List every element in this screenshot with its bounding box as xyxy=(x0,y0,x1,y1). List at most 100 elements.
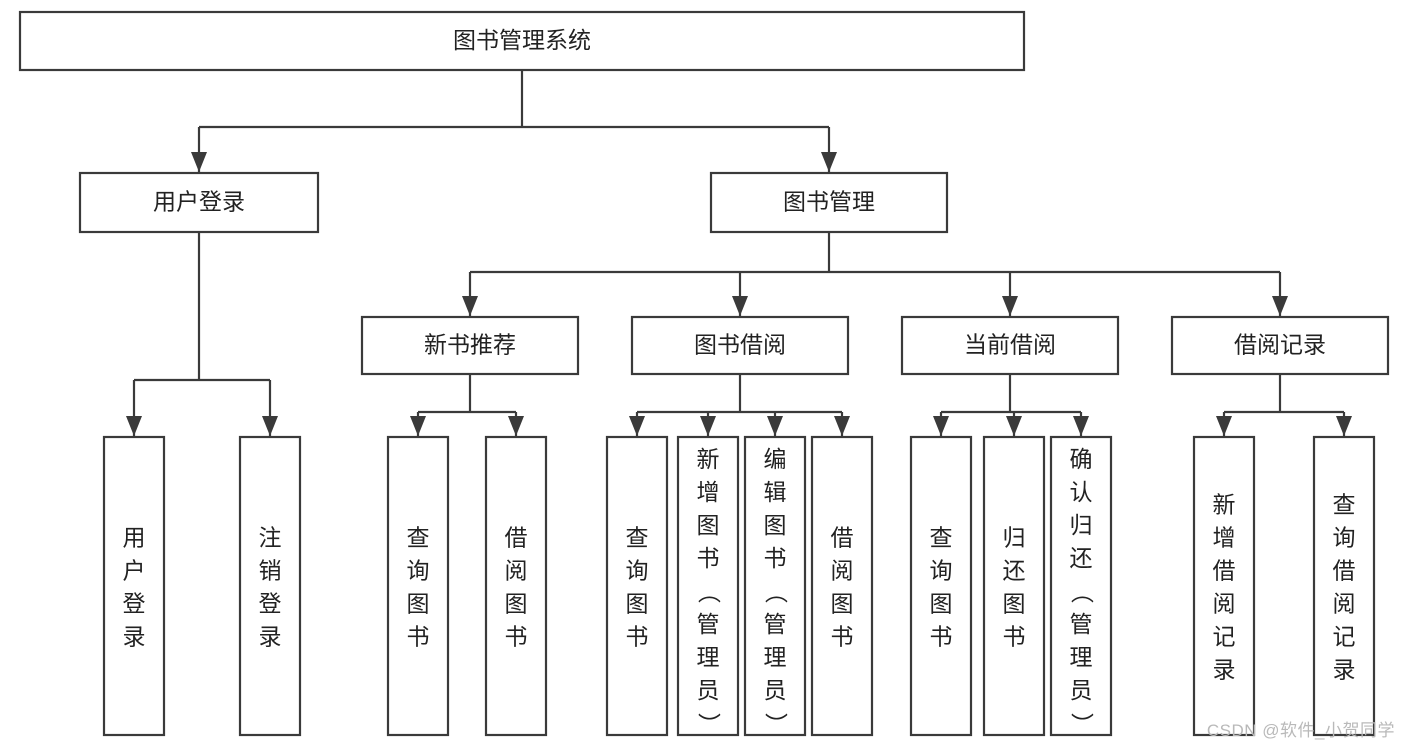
node-label-char: 录 xyxy=(123,624,146,650)
arrow-head-icon xyxy=(629,416,645,436)
node-label-char: 管 xyxy=(1070,611,1093,637)
node-label-char: 阅 xyxy=(505,558,528,584)
node-label-char: 注 xyxy=(259,525,282,551)
node-label-char: 录 xyxy=(259,624,282,650)
node-label-char: （ xyxy=(763,581,789,604)
node-label-char: 图 xyxy=(697,512,720,538)
node-leaf-user-login[interactable]: 用户登录 xyxy=(102,435,166,737)
node-label-new-book-rec: 新书推荐 xyxy=(424,332,516,358)
node-label-char: （ xyxy=(1069,581,1095,604)
node-label-char: 图 xyxy=(407,591,430,617)
arrow-head-icon xyxy=(508,416,524,436)
node-label-char: 录 xyxy=(1213,657,1236,683)
node-label-char: 管 xyxy=(764,611,787,637)
arrow-head-icon xyxy=(700,416,716,436)
node-root[interactable]: 图书管理系统 xyxy=(18,10,1026,72)
node-label-char: 新 xyxy=(1213,492,1236,518)
arrow-head-icon xyxy=(1073,416,1089,436)
arrow-head-icon xyxy=(1216,416,1232,436)
node-label-char: 书 xyxy=(505,624,528,650)
node-new-book-rec[interactable]: 新书推荐 xyxy=(360,315,580,376)
node-label-char: 员 xyxy=(697,677,720,703)
node-box-root xyxy=(18,10,1026,72)
arrow-head-icon xyxy=(933,416,949,436)
node-box-current-borrow xyxy=(900,315,1120,376)
node-label-char: 借 xyxy=(831,525,854,551)
node-box-borrow-record xyxy=(1170,315,1390,376)
node-label-char: 查 xyxy=(1333,492,1356,518)
arrow-head-icon xyxy=(732,296,748,316)
node-box-leaf-query-record xyxy=(1312,435,1376,737)
node-label-char: 图 xyxy=(930,591,953,617)
node-label-book-borrow: 图书借阅 xyxy=(694,332,786,358)
arrow-head-icon xyxy=(1272,296,1288,316)
arrow-head-icon xyxy=(834,416,850,436)
node-label-char: 记 xyxy=(1213,624,1236,650)
node-borrow-record[interactable]: 借阅记录 xyxy=(1170,315,1390,376)
node-label-borrow-record: 借阅记录 xyxy=(1234,332,1326,358)
node-label-char: 理 xyxy=(764,644,787,670)
node-box-leaf-user-logout xyxy=(238,435,302,737)
node-label-char: ） xyxy=(696,713,722,736)
arrow-head-icon xyxy=(1002,296,1018,316)
node-label-char: 询 xyxy=(930,558,953,584)
node-label-user-login: 用户登录 xyxy=(153,189,245,215)
node-box-leaf-borrow-book-bb xyxy=(810,435,874,737)
connector-edges-layer xyxy=(126,70,1352,436)
node-label-char: 管 xyxy=(697,611,720,637)
node-current-borrow[interactable]: 当前借阅 xyxy=(900,315,1120,376)
node-box-leaf-query-book-rec xyxy=(386,435,450,737)
node-label-char: 员 xyxy=(1070,677,1093,703)
arrow-head-icon xyxy=(821,152,837,172)
node-box-user-login xyxy=(78,171,320,234)
arrow-head-icon xyxy=(1336,416,1352,436)
node-box-leaf-query-book-bb xyxy=(605,435,669,737)
arrow-head-icon xyxy=(410,416,426,436)
node-label-char: 图 xyxy=(505,591,528,617)
node-label-char: 新 xyxy=(697,446,720,472)
arrow-head-icon xyxy=(462,296,478,316)
node-user-login[interactable]: 用户登录 xyxy=(78,171,320,234)
node-label-char: 查 xyxy=(407,525,430,551)
node-label-char: 确 xyxy=(1070,446,1093,472)
node-label-char: 图 xyxy=(764,512,787,538)
node-label-char: 借 xyxy=(1213,558,1236,584)
node-box-book-manage xyxy=(709,171,949,234)
node-label-char: 图 xyxy=(626,591,649,617)
node-label-char: 图 xyxy=(831,591,854,617)
node-label-root: 图书管理系统 xyxy=(453,27,591,53)
node-label-char: 编 xyxy=(764,446,787,472)
node-label-char: 理 xyxy=(697,644,720,670)
node-book-manage[interactable]: 图书管理 xyxy=(709,171,949,234)
node-book-borrow[interactable]: 图书借阅 xyxy=(630,315,850,376)
node-label-char: 查 xyxy=(626,525,649,551)
node-box-leaf-edit-book xyxy=(743,435,807,737)
node-label-char: 认 xyxy=(1070,479,1093,505)
node-label-char: 书 xyxy=(1003,624,1026,650)
node-label-char: 书 xyxy=(831,624,854,650)
node-label-char: 增 xyxy=(697,479,720,505)
node-box-leaf-add-book xyxy=(676,435,740,737)
node-label-char: 书 xyxy=(407,624,430,650)
arrow-head-icon xyxy=(191,152,207,172)
node-box-leaf-query-book-cb xyxy=(909,435,973,737)
node-box-leaf-borrow-book-rec xyxy=(484,435,548,737)
node-label-char: 还 xyxy=(1070,545,1093,571)
node-label-char: 员 xyxy=(764,677,787,703)
node-label-char: 询 xyxy=(626,558,649,584)
node-label-current-borrow: 当前借阅 xyxy=(964,332,1056,358)
node-label-char: 归 xyxy=(1070,512,1093,538)
node-box-leaf-return-book xyxy=(982,435,1046,737)
